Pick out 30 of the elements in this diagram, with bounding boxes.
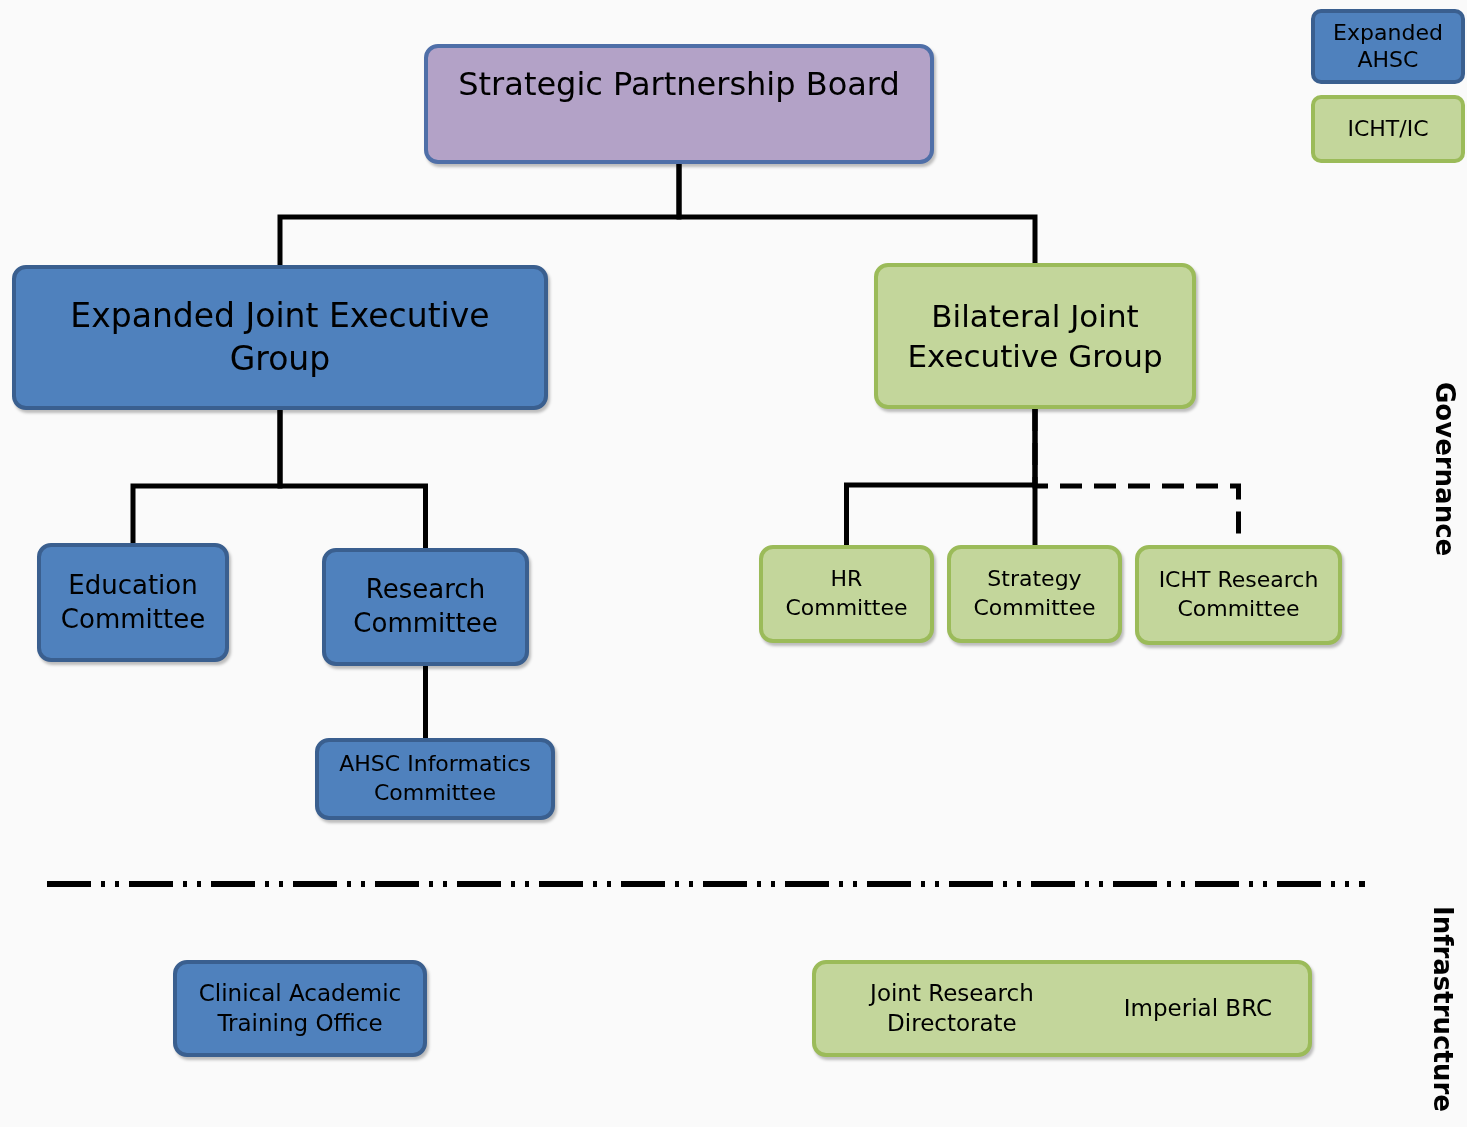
section-label: Infrastructure xyxy=(1430,906,1456,1112)
node-text: Clinical Academic Training Office xyxy=(197,978,403,1038)
org-box xyxy=(1135,545,1342,645)
node-text: Bilateral Joint Executive Group xyxy=(906,296,1164,376)
legend-swatch: ICHT/IC xyxy=(1311,95,1465,163)
node-text: Expanded Joint Executive Group xyxy=(69,294,491,380)
org-box xyxy=(947,545,1122,643)
connector-line xyxy=(277,410,428,548)
section-label: Governance xyxy=(1432,382,1458,557)
connector-line xyxy=(423,666,428,738)
node-text: Strategy Committee xyxy=(972,565,1097,622)
connector-line xyxy=(676,164,1038,263)
node-text: Education Committee xyxy=(59,568,207,636)
org-box xyxy=(12,265,548,410)
node-text: Imperial BRC xyxy=(1123,993,1273,1023)
org-box xyxy=(322,548,529,666)
node-text: AHSC Informatics Committee xyxy=(338,750,532,807)
org-box xyxy=(173,960,427,1057)
legend-swatch: Expanded AHSC xyxy=(1311,9,1465,84)
org-box xyxy=(759,545,934,643)
org-box xyxy=(424,44,934,164)
node-text: Joint Research Directorate xyxy=(867,978,1035,1038)
node-text: Research Committee xyxy=(352,573,499,640)
org-box xyxy=(874,263,1196,409)
org-box xyxy=(315,738,555,820)
org-box xyxy=(37,543,229,662)
org-box xyxy=(812,960,1312,1057)
node-text: Strategic Partnership Board xyxy=(457,64,901,105)
node-text: ICHT Research Committee xyxy=(1157,566,1320,623)
node-text: HR Committee xyxy=(784,565,909,622)
